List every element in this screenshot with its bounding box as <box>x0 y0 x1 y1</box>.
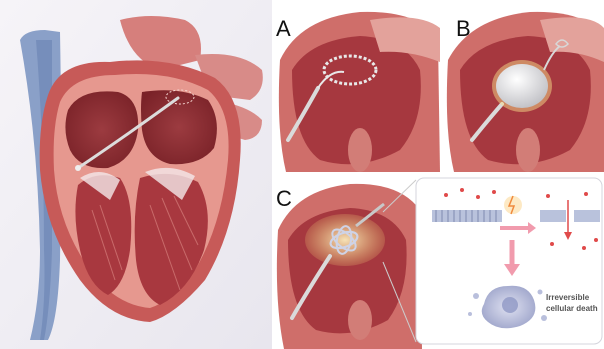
panel-a-label: A <box>276 16 291 41</box>
panel-c: C <box>272 172 422 349</box>
mechanism-inset: Irreversible cellular death <box>383 178 602 344</box>
membrane-porated-left <box>540 210 566 222</box>
left-atrium <box>141 90 217 164</box>
cell-death-caption-line2: cellular death <box>546 304 598 313</box>
panel-c-label: C <box>276 186 292 211</box>
panel-b-label: B <box>456 16 471 41</box>
panel-c-appendage <box>348 300 372 340</box>
panel-a: A <box>272 0 440 172</box>
membrane-intact <box>432 210 502 222</box>
cell-death-caption-line1: Irreversible <box>546 293 590 302</box>
electric-pulse-icon <box>504 196 522 214</box>
panel-b-balloon <box>496 64 548 108</box>
panel-c-field-glow <box>305 214 385 266</box>
panel-b: B <box>440 0 604 172</box>
catheter-entry <box>75 165 81 171</box>
panel-b-appendage <box>516 128 540 172</box>
membrane-porated-right <box>574 210 600 222</box>
panel-a-appendage <box>348 128 372 172</box>
